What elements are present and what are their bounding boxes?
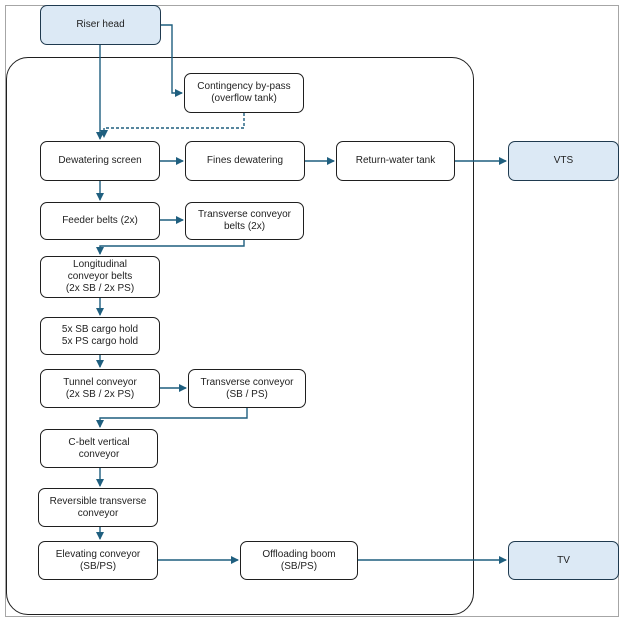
c-belt-vertical-conveyor-node: C-belt vertical conveyor bbox=[40, 429, 158, 468]
vts-node: VTS bbox=[508, 141, 619, 181]
arrow-riser-to-contingency bbox=[160, 24, 183, 97]
diagram-frame bbox=[5, 5, 619, 617]
contingency-bypass-node: Contingency by-pass (overflow tank) bbox=[184, 73, 304, 113]
dewatering-screen-node: Dewatering screen bbox=[40, 141, 160, 181]
riser-head-node: Riser head bbox=[40, 5, 161, 45]
tunnel-conveyor-node: Tunnel conveyor (2x SB / 2x PS) bbox=[40, 369, 160, 408]
transverse-conveyor-belts-node: Transverse conveyor belts (2x) bbox=[185, 202, 304, 240]
vessel-boundary bbox=[6, 57, 474, 615]
arrow-transverse-to-longitudinal bbox=[96, 240, 245, 255]
reversible-transverse-conveyor-node: Reversible transverse conveyor bbox=[38, 488, 158, 527]
longitudinal-conveyor-belts-node: Longitudinal conveyor belts (2x SB / 2x … bbox=[40, 256, 160, 298]
tv-node: TV bbox=[508, 541, 619, 580]
cargo-hold-node: 5x SB cargo hold 5x PS cargo hold bbox=[40, 317, 160, 355]
transverse-conveyor-sbps-node: Transverse conveyor (SB / PS) bbox=[188, 369, 306, 408]
feeder-belts-node: Feeder belts (2x) bbox=[40, 202, 160, 240]
arrow-contingency-to-dewatering-dashed bbox=[100, 113, 245, 138]
return-water-tank-node: Return-water tank bbox=[336, 141, 455, 181]
offloading-boom-node: Offloading boom (SB/PS) bbox=[240, 541, 358, 580]
elevating-conveyor-node: Elevating conveyor (SB/PS) bbox=[38, 541, 158, 580]
arrow-transverse-to-cbelt bbox=[96, 408, 248, 428]
fines-dewatering-node: Fines dewatering bbox=[185, 141, 305, 181]
